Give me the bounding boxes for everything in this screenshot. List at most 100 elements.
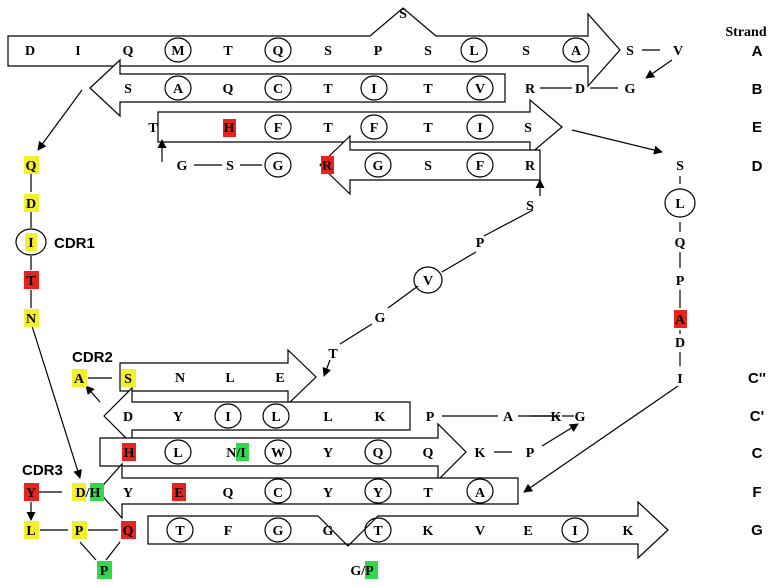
strand-b-residue: A xyxy=(173,82,184,97)
strand-g-residue: T xyxy=(175,524,185,539)
strand-a-tail-residue: V xyxy=(673,44,683,59)
strand-c-residue: W xyxy=(271,446,285,461)
strand-a-residue: A xyxy=(571,44,582,59)
strand-c-residue: Q xyxy=(423,446,434,461)
highlight-f-e xyxy=(172,483,186,501)
strand-e-residue: F xyxy=(370,121,379,136)
strand-cpp-residue: L xyxy=(225,371,234,386)
highlight-cdr3-y xyxy=(24,483,39,501)
cdr2-label: CDR2 xyxy=(72,349,113,366)
strand-f-residue: A xyxy=(475,486,486,501)
highlight-cdr2-a xyxy=(72,369,87,387)
strand-e-residue: F xyxy=(274,121,283,136)
strand-b-residue: I xyxy=(371,82,376,97)
strand-a-residue: Q xyxy=(123,44,134,59)
highlight-cdr1-t xyxy=(24,271,39,289)
strand-a-residue: T xyxy=(223,44,233,59)
strand-cp-residue: K xyxy=(375,410,386,425)
strand-a-tail-residue: S xyxy=(626,44,634,59)
strand-a-residue: S xyxy=(324,44,332,59)
loop-de-residue: L xyxy=(675,197,684,212)
cdr1-residue: N xyxy=(26,312,36,327)
strand-label-f: F xyxy=(752,484,761,501)
strand-f-arrow xyxy=(97,462,519,520)
strand-cp-residue: D xyxy=(123,410,133,425)
loop-de-residue: I xyxy=(677,372,682,387)
highlight-de-a xyxy=(674,310,687,328)
strand-a-residue: S xyxy=(522,44,530,59)
strand-d-residue: G xyxy=(177,159,188,174)
strand-g-residue: F xyxy=(224,524,233,539)
highlight-cdr1-q xyxy=(24,156,39,174)
cdr3-residue: L xyxy=(26,524,35,539)
cdr3-residue: Q xyxy=(123,524,134,539)
strand-f-residue: Q xyxy=(223,486,234,501)
strand-b-residue: C xyxy=(273,82,283,97)
strand-label-d: D xyxy=(752,158,763,175)
strand-cp-tail-residue: K xyxy=(551,410,562,425)
strand-e-residue: T xyxy=(323,121,333,136)
strand-g-residue: G xyxy=(323,524,334,539)
strand-a-residue: S xyxy=(424,44,432,59)
strand-e-residue: I xyxy=(477,121,482,136)
strand-c-arrow xyxy=(99,422,467,482)
strand-g-residue: V xyxy=(475,524,485,539)
highlight-c-h xyxy=(122,443,136,461)
highlight-cdr1-n xyxy=(24,309,39,327)
loop-de-residue: S xyxy=(676,159,684,174)
highlight-e-h xyxy=(223,119,236,137)
strand-d-residue: S xyxy=(424,159,432,174)
strand-g-residue: I xyxy=(572,524,577,539)
strand-label-c: C xyxy=(752,445,763,462)
strand-g-residue: T xyxy=(373,524,383,539)
strand-a-residue: I xyxy=(75,44,80,59)
strand-d-residue: S xyxy=(226,159,234,174)
strand-f-residue: C xyxy=(273,486,283,501)
strand-b-residue: T xyxy=(423,82,433,97)
loop-cc-residue: P xyxy=(476,236,485,251)
strand-a-residue: Q xyxy=(273,44,284,59)
loop-de-residue: A xyxy=(675,313,686,328)
strand-e-residue: S xyxy=(524,121,532,136)
highlight-cdr1-d xyxy=(24,194,39,212)
highlight-cdr2-s xyxy=(121,369,136,387)
cdr2-residue: A xyxy=(74,372,85,387)
strand-c-residue: Q xyxy=(373,446,384,461)
strand-label-e: E xyxy=(752,119,762,136)
cdr1-label: CDR1 xyxy=(54,235,95,252)
loop-de-residue: P xyxy=(676,274,685,289)
strand-cp-residue: L xyxy=(271,410,280,425)
strand-cp-residue: Y xyxy=(173,410,183,425)
cdr3-residue: Y xyxy=(26,486,36,501)
loop-de-residue: Q xyxy=(675,236,686,251)
strand-label-cpp: C'' xyxy=(748,370,766,387)
strand-a-bulge-residue: S xyxy=(399,7,407,22)
strand-label-g: G xyxy=(751,522,763,539)
loop-cc-residue: V xyxy=(423,274,433,289)
strand-d-residue: R xyxy=(322,159,333,174)
highlight-cdr1-i xyxy=(25,233,37,251)
strand-f-residue: T xyxy=(423,486,433,501)
strand-c-residue: N/I xyxy=(226,446,245,461)
strand-a-residue: D xyxy=(25,44,35,59)
highlight-cdr3-h xyxy=(90,483,104,501)
cdr3-label: CDR3 xyxy=(22,462,63,479)
strand-cp-tail-residue: A xyxy=(503,410,514,425)
strand-d-arrow xyxy=(319,134,541,196)
strand-cpp-residue: E xyxy=(275,371,284,386)
strand-e-residue: T xyxy=(423,121,433,136)
strand-a-residue: M xyxy=(171,44,184,59)
highlight-cdr3-p xyxy=(72,521,87,539)
strand-column-header: Strand xyxy=(725,25,766,40)
strand-g-residue: E xyxy=(523,524,532,539)
strand-b-tail-residue: G xyxy=(625,82,636,97)
highlight-cdr3-l xyxy=(24,521,39,539)
strand-f-residue: E xyxy=(174,486,183,501)
highlight-cdr3-q xyxy=(121,521,136,539)
cdr1-residue: D xyxy=(26,197,36,212)
residue-circles xyxy=(15,37,696,543)
strand-d-residue: R xyxy=(525,159,536,174)
cdr3-residue: P xyxy=(75,524,84,539)
strand-cpp-arrow xyxy=(119,348,317,406)
